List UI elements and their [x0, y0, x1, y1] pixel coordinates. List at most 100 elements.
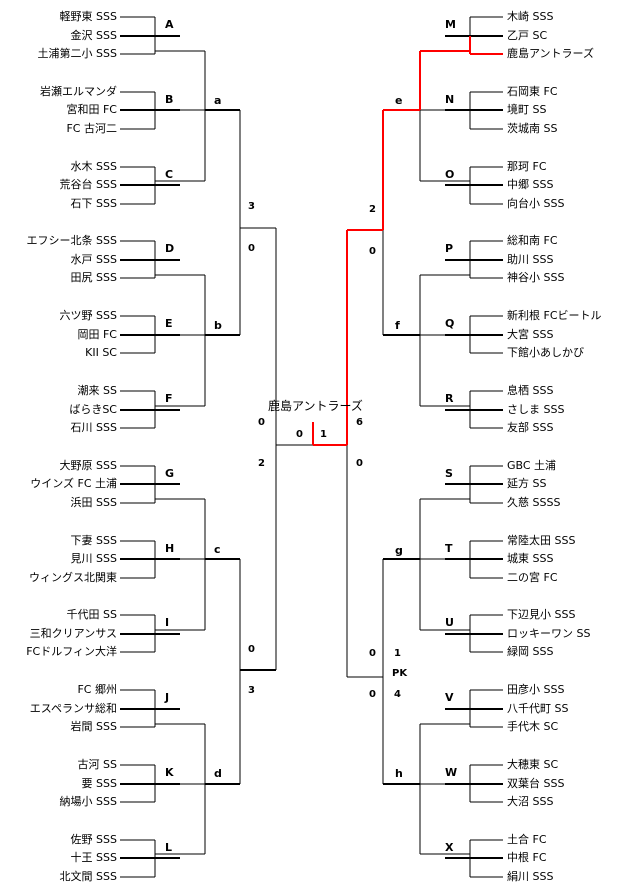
- right-team-s-1: GBC 土浦: [507, 459, 557, 472]
- right-team-p-3: 神谷小 SSS: [507, 271, 565, 284]
- right-team-m-1: 木崎 SSS: [507, 10, 554, 23]
- right-team-p-1: 総和南 FC: [507, 234, 558, 247]
- left-group-label-i: I: [165, 616, 170, 629]
- left-team-g-2: ウインズ FC 土浦: [30, 477, 117, 490]
- left-team-g-1: 大野原 SSS: [59, 459, 117, 472]
- left-group-label-a: A: [165, 18, 174, 31]
- left-group-label-h: H: [165, 542, 175, 555]
- left-group-label-j: J: [165, 691, 170, 704]
- left-team-d-2: 水戸 SSS: [70, 253, 117, 266]
- left-group-label-e: E: [165, 317, 173, 330]
- score-ab-bottom: 0: [248, 243, 255, 254]
- score-semi-left-top: 0: [258, 417, 265, 428]
- left-group-label-d: D: [165, 242, 175, 255]
- score-ab-top: 3: [248, 201, 255, 212]
- right-group-label-u: U: [445, 616, 454, 629]
- right-team-w-3: 大沼 SSS: [507, 795, 554, 808]
- left-team-e-1: 六ツ野 SSS: [59, 309, 117, 322]
- left-team-d-1: エフシー北条 SSS: [26, 234, 117, 247]
- round2-label-a: a: [214, 94, 222, 107]
- left-team-j-3: 岩間 SSS: [70, 720, 117, 733]
- right-team-t-3: 二の宮 FC: [507, 571, 558, 584]
- champion-name: 鹿島アントラーズ: [268, 399, 363, 413]
- right-team-m-2: 乙戸 SC: [507, 29, 548, 42]
- right-team-t-1: 常陸太田 SSS: [507, 534, 576, 547]
- left-team-f-3: 石川 SSS: [70, 421, 117, 434]
- left-team-f-1: 潮来 SS: [77, 384, 117, 397]
- round2-label-e: e: [395, 94, 403, 107]
- round2-label-h: h: [395, 767, 403, 780]
- right-team-n-1: 石岡東 FC: [507, 85, 558, 98]
- right-group-label-w: W: [445, 766, 458, 779]
- left-team-i-3: FCドルフィン大洋: [26, 645, 117, 658]
- left-group-label-f: F: [165, 392, 173, 405]
- right-team-u-3: 緑岡 SSS: [507, 645, 554, 658]
- left-group-label-g: G: [165, 467, 175, 480]
- score-final-left: 0: [296, 429, 303, 440]
- score-gh-pk-bottom: 4: [394, 689, 401, 700]
- right-group-label-o: O: [445, 168, 455, 181]
- left-group-label-c: C: [165, 168, 174, 181]
- score-cd-bottom: 3: [248, 685, 255, 696]
- left-team-b-1: 岩瀬エルマンダ: [40, 85, 117, 98]
- score-semi-left-bottom: 2: [258, 458, 265, 469]
- left-team-i-2: 三和クリアンサス: [29, 627, 117, 640]
- right-team-o-1: 那珂 FC: [507, 160, 547, 173]
- left-team-l-2: 十王 SSS: [70, 851, 117, 864]
- right-team-q-1: 新利根 FCビートル: [507, 309, 602, 322]
- right-team-x-3: 絹川 SSS: [507, 870, 554, 883]
- round2-label-g: g: [395, 544, 403, 557]
- right-group-label-v: V: [445, 691, 454, 704]
- right-team-n-2: 境町 SS: [507, 103, 547, 116]
- left-team-g-3: 浜田 SSS: [70, 496, 117, 509]
- round2-label-d: d: [214, 767, 222, 780]
- right-team-o-2: 中郷 SSS: [507, 178, 554, 191]
- left-team-a-1: 軽野東 SSS: [59, 10, 117, 23]
- right-group-label-m: M: [445, 18, 456, 31]
- right-team-v-1: 田彦小 SSS: [507, 683, 565, 696]
- left-team-a-3: 土浦第二小 SSS: [37, 47, 117, 60]
- left-team-b-3: FC 古河二: [66, 122, 117, 135]
- right-group-label-p: P: [445, 242, 454, 255]
- left-group-label-b: B: [165, 93, 174, 106]
- right-team-u-1: 下辺見小 SSS: [507, 608, 576, 621]
- score-semi-right-bottom: 0: [356, 458, 363, 469]
- left-team-a-2: 金沢 SSS: [70, 29, 117, 42]
- score-gh-bottom: 0: [369, 689, 376, 700]
- left-team-e-2: 岡田 FC: [77, 328, 117, 341]
- right-team-s-2: 延方 SS: [507, 477, 547, 490]
- round2-label-f: f: [395, 319, 400, 332]
- left-team-l-1: 佐野 SSS: [70, 833, 117, 846]
- left-team-h-3: ウィングス北関東: [29, 571, 117, 584]
- left-team-c-2: 荒谷台 SSS: [59, 178, 117, 191]
- left-team-e-3: KII SC: [85, 346, 117, 359]
- right-team-x-1: 土合 FC: [507, 833, 547, 846]
- left-team-k-2: 要 SSS: [81, 777, 117, 790]
- right-team-o-3: 向台小 SSS: [507, 197, 565, 210]
- right-team-s-3: 久慈 SSSS: [507, 496, 561, 509]
- left-team-h-2: 見川 SSS: [70, 552, 117, 565]
- left-team-h-1: 下妻 SSS: [70, 534, 117, 547]
- left-team-c-1: 水木 SSS: [70, 160, 117, 173]
- score-ef-top: 2: [369, 204, 376, 215]
- left-team-f-2: ばらきSC: [69, 403, 117, 416]
- right-team-m-3: 鹿島アントラーズ: [507, 47, 595, 60]
- right-group-label-x: X: [445, 841, 454, 854]
- left-team-j-1: FC 郷州: [77, 683, 117, 696]
- right-team-n-3: 茨城南 SS: [507, 122, 558, 135]
- left-team-i-1: 千代田 SS: [66, 608, 117, 621]
- right-team-q-3: 下館小あしかび: [507, 346, 584, 359]
- round2-label-c: c: [214, 543, 221, 556]
- right-team-r-1: 息栖 SSS: [507, 384, 554, 397]
- right-team-r-2: さしま SSS: [507, 403, 565, 416]
- score-ef-bottom: 0: [369, 246, 376, 257]
- score-semi-right-top: 6: [356, 417, 363, 428]
- right-team-r-3: 友部 SSS: [507, 421, 554, 434]
- right-team-w-2: 双葉台 SSS: [507, 777, 565, 790]
- left-group-label-l: L: [165, 841, 173, 854]
- left-team-b-2: 宮和田 FC: [66, 103, 117, 116]
- right-group-label-s: S: [445, 467, 453, 480]
- left-team-k-3: 納場小 SSS: [59, 795, 117, 808]
